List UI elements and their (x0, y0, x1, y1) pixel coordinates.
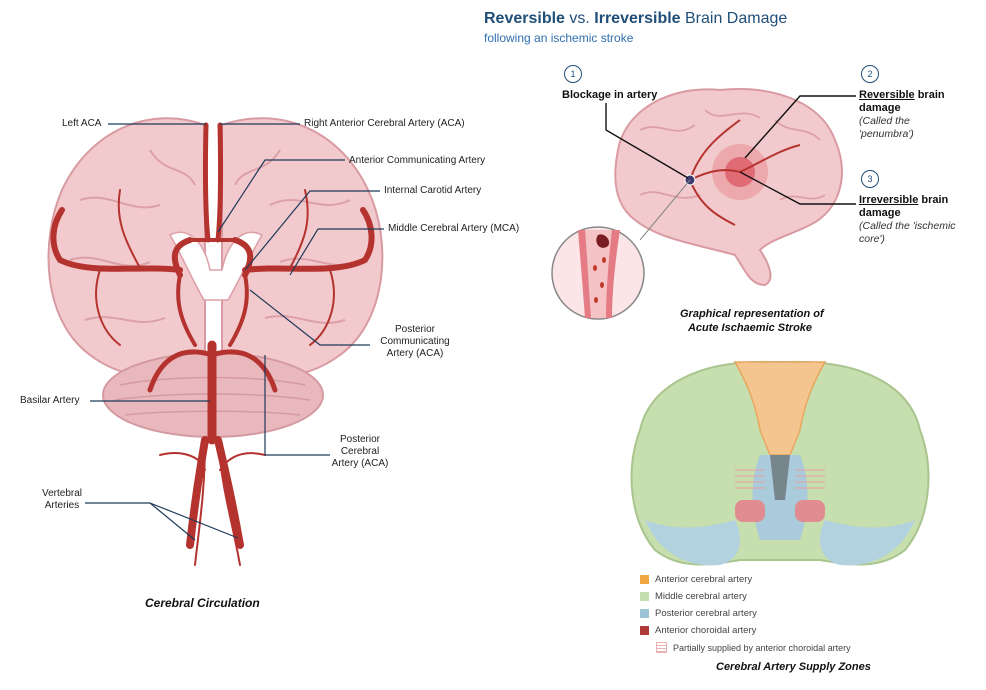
caption-cerebral-circulation: Cerebral Circulation (145, 596, 260, 610)
pca-left (147, 349, 215, 393)
title-vs: vs. (564, 10, 595, 27)
step-3-note-line1: (Called the 'ischemic (859, 220, 956, 232)
step-1-badge: 1 (564, 65, 582, 83)
legend-swatch-partial (656, 642, 667, 653)
step-2-badge: 2 (861, 65, 879, 83)
label-left-aca: Left ACA (62, 118, 102, 129)
brain-side-view (614, 88, 843, 287)
vertebral-artery-left (186, 436, 209, 549)
step-3-irreversible: Irreversible (859, 194, 919, 206)
pca-right (209, 349, 278, 393)
title-rest: Brain Damage (680, 10, 788, 27)
title-reversible: Reversible (484, 10, 565, 27)
label-mca: Middle Cerebral Artery (MCA) (388, 223, 520, 234)
page-title: Reversible vs. Irreversible Brain Damage (484, 10, 787, 28)
label-pcomm-line1: Posterior (394, 324, 435, 335)
caption-stroke-line1: Graphical representation of (680, 308, 824, 320)
caption-supply-zones: Cerebral Artery Supply Zones (716, 661, 871, 673)
pca-zone (645, 520, 740, 566)
legend-item-partial: Partially supplied by anterior choroidal… (640, 639, 851, 656)
legend-swatch-mca (640, 592, 649, 601)
label-vertebral-line2: Arteries (44, 500, 80, 511)
page-subtitle: following an ischemic stroke (484, 31, 634, 45)
step-2-note-line1: (Called the (859, 115, 910, 127)
legend-label-partial: Partially supplied by anterior choroidal… (673, 642, 851, 653)
label-pca-line1: Posterior (339, 434, 380, 445)
pcomm-right (228, 273, 249, 347)
legend-item-mca: Middle cerebral artery (640, 588, 851, 605)
label-pcomm-line2: Communicating (380, 336, 450, 347)
step-2-damage: damage (859, 102, 901, 114)
label-pcomm: Posterior Communicating Artery (ACA) (370, 324, 460, 360)
legend-swatch-aca (640, 575, 649, 584)
legend-item-pca: Posterior cerebral artery (640, 605, 851, 622)
step-2-reversible: Reversible (859, 89, 915, 101)
label-pcomm-line3: Artery (ACA) (386, 348, 444, 359)
legend-label-achoa: Anterior choroidal artery (655, 625, 757, 636)
step-3-brain: brain (918, 194, 949, 206)
step-3-note-line2: core') (859, 233, 885, 245)
legend-item-achoa: Anterior choroidal artery (640, 622, 851, 639)
title-irreversible: Irreversible (594, 10, 681, 27)
legend-item-aca: Anterior cerebral artery (640, 571, 851, 588)
step-2-text: Reversible brain damage (Called the 'pen… (859, 89, 979, 141)
aca-right (215, 122, 224, 243)
legend-label-mca: Middle cerebral artery (655, 591, 747, 602)
label-pca-line2: Cerebral (340, 446, 380, 457)
legend-swatch-pca (640, 609, 649, 618)
pca-zone-right (820, 520, 915, 566)
step-3-text: Irreversible brain damage (Called the 'i… (859, 194, 984, 246)
aca-left (202, 122, 211, 243)
step-2-note-line2: 'penumbra') (859, 128, 914, 140)
step-1-label: Blockage in artery (562, 89, 658, 101)
label-vertebral: Vertebral Arteries (34, 488, 90, 512)
mca-left (50, 207, 183, 273)
caption-stroke: Graphical representation of Acute Ischae… (680, 307, 824, 335)
label-pca: Posterior Cerebral Artery (ACA) (330, 434, 390, 470)
choroidal-zone-right (795, 500, 825, 522)
label-vertebral-line1: Vertebral (41, 488, 83, 499)
step-3-badge: 3 (861, 170, 879, 188)
label-pca-line3: Artery (ACA) (331, 458, 389, 469)
legend-label-pca: Posterior cerebral artery (655, 608, 757, 619)
caption-stroke-line2: Acute Ischaemic Stroke (687, 322, 813, 334)
pcomm-left (176, 273, 197, 347)
step-3-damage: damage (859, 207, 901, 219)
choroidal-zone-left (735, 500, 765, 522)
label-basilar: Basilar Artery (20, 395, 80, 406)
label-internal-carotid: Internal Carotid Artery (384, 185, 482, 196)
label-anterior-communicating: Anterior Communicating Artery (349, 155, 486, 166)
legend-label-aca: Anterior cerebral artery (655, 574, 753, 585)
label-right-aca: Right Anterior Cerebral Artery (ACA) (304, 118, 465, 129)
step-2-brain: brain (914, 89, 945, 101)
legend-swatch-achoa (640, 626, 649, 635)
ventricles (168, 231, 264, 301)
supply-legend: Anterior cerebral artery Middle cerebral… (640, 571, 851, 656)
vertebral-artery-right (214, 436, 244, 549)
